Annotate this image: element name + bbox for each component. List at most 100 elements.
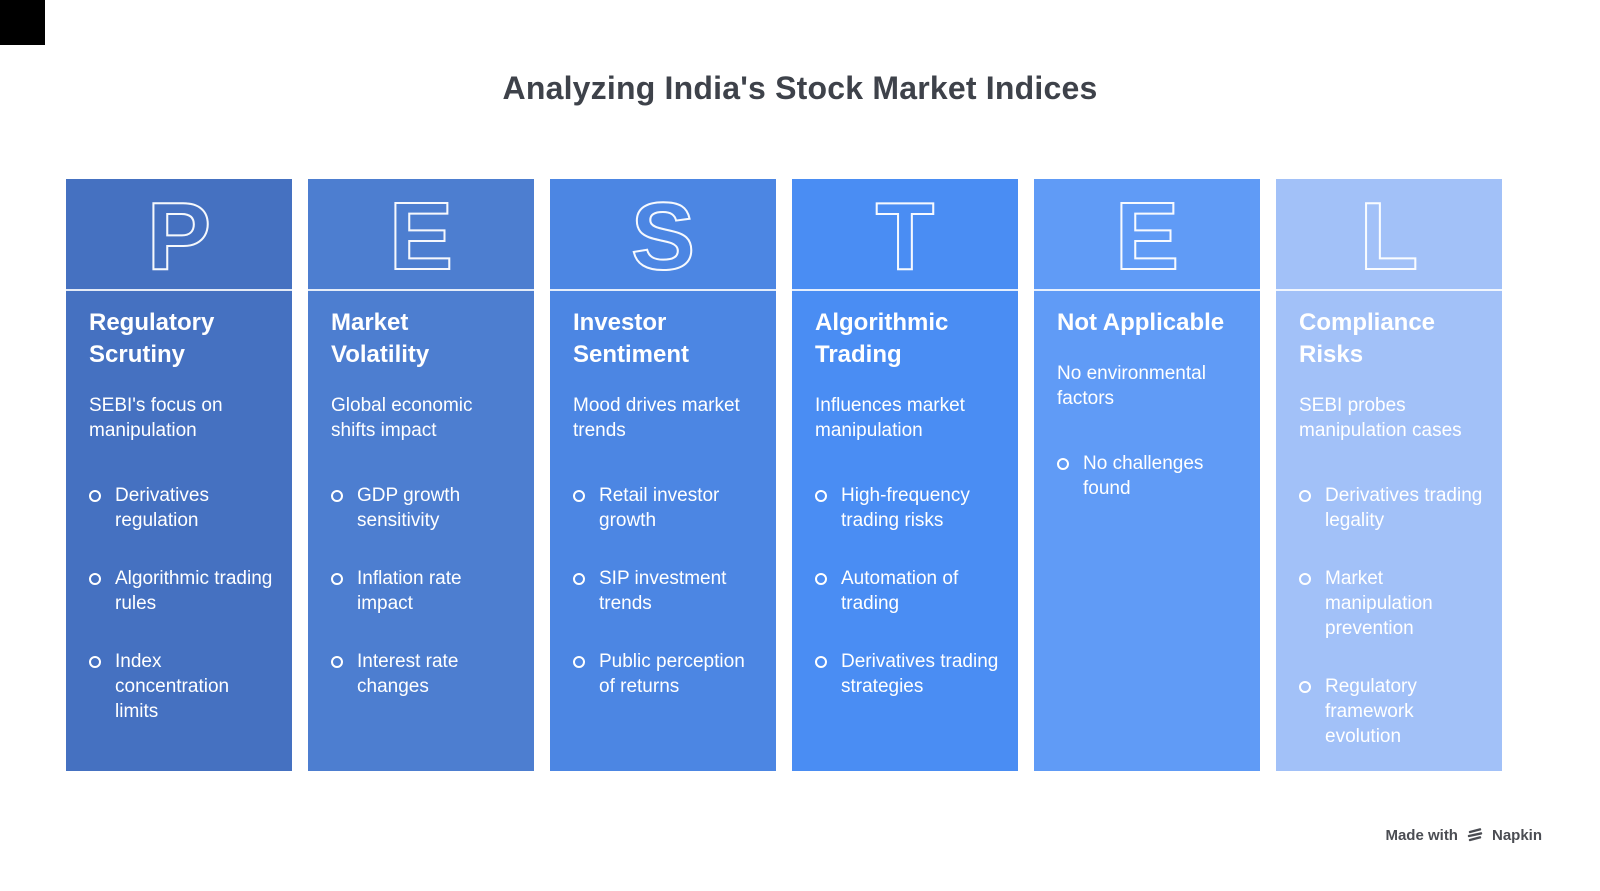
bullet-list-item: Market manipulation prevention <box>1299 566 1484 641</box>
column-letter-header: P <box>66 179 292 291</box>
pestel-column-card: P Regulatory Scrutiny SEBI's focus on ma… <box>64 177 294 773</box>
column-bullets: High-frequency trading risks Automation … <box>815 483 1000 699</box>
column-letter-header: E <box>308 179 534 291</box>
hollow-circle-bullet-icon <box>815 656 827 668</box>
column-heading: Investor Sentiment <box>573 309 690 368</box>
bullet-text: Public perception of returns <box>599 651 745 697</box>
bullet-list-item: SIP investment trends <box>573 566 758 616</box>
pestel-column-card: T Algorithmic Trading Influences market … <box>790 177 1020 773</box>
hollow-circle-bullet-icon <box>815 573 827 585</box>
column-letter: P <box>147 184 211 284</box>
column-bullets: Derivatives regulation Algorithmic tradi… <box>89 483 274 724</box>
column-heading: Algorithmic Trading <box>815 309 949 368</box>
outlined-letter-icon: E <box>388 184 454 284</box>
bullet-text: Index concentration limits <box>115 651 230 722</box>
bullet-text: Derivatives trading strategies <box>841 651 999 697</box>
watermark-brand: Napkin <box>1491 826 1542 844</box>
napkin-logo-icon <box>1467 828 1483 842</box>
column-body: Not Applicable No environmental factors … <box>1034 291 1260 534</box>
outlined-letter-icon: P <box>146 184 212 284</box>
hollow-circle-bullet-icon <box>1299 681 1311 693</box>
hollow-circle-bullet-icon <box>331 656 343 668</box>
hollow-circle-bullet-icon <box>1299 573 1311 585</box>
hollow-circle-bullet-icon <box>89 490 101 502</box>
hollow-circle-bullet-icon <box>815 490 827 502</box>
column-letter-header: L <box>1276 179 1502 291</box>
bullet-list-item: Public perception of returns <box>573 649 758 699</box>
hollow-circle-bullet-icon <box>573 656 585 668</box>
hollow-circle-bullet-icon <box>573 490 585 502</box>
bullet-text: Automation of trading <box>841 568 959 614</box>
bullet-list-item: Automation of trading <box>815 566 1000 616</box>
column-letter-header: T <box>792 179 1018 291</box>
hollow-circle-bullet-icon <box>1057 458 1069 470</box>
pestel-column-card: S Investor Sentiment Mood drives market … <box>548 177 778 773</box>
column-heading: Regulatory Scrutiny <box>89 309 215 368</box>
bullet-list-item: Derivatives regulation <box>89 483 274 533</box>
page-title: Analyzing India's Stock Market Indices <box>502 70 1098 106</box>
hollow-circle-bullet-icon <box>573 573 585 585</box>
column-subtitle: SEBI probes manipulation cases <box>1299 395 1462 441</box>
bullet-list-item: Algorithmic trading rules <box>89 566 274 616</box>
column-body: Investor Sentiment Mood drives market tr… <box>550 291 776 732</box>
bullet-text: Derivatives trading legality <box>1325 485 1483 531</box>
column-bullets: Derivatives trading legality Market mani… <box>1299 483 1484 749</box>
pestel-column-card: L Compliance Risks SEBI probes manipulat… <box>1274 177 1504 773</box>
bullet-list-item: Interest rate changes <box>331 649 516 699</box>
column-letter: E <box>1115 184 1179 284</box>
column-letter-header: E <box>1034 179 1260 291</box>
column-body: Regulatory Scrutiny SEBI's focus on mani… <box>66 291 292 757</box>
column-letter: E <box>389 184 453 284</box>
column-subtitle: Mood drives market trends <box>573 395 740 441</box>
column-letter: L <box>1360 184 1419 284</box>
watermark: Made with Napkin <box>1385 825 1542 845</box>
bullet-list-item: Index concentration limits <box>89 649 274 724</box>
bullet-text: No challenges found <box>1083 453 1204 499</box>
bullet-list-item: No challenges found <box>1057 451 1242 501</box>
column-letter: T <box>876 184 935 284</box>
hollow-circle-bullet-icon <box>89 573 101 585</box>
bullet-text: SIP investment trends <box>599 568 727 614</box>
column-heading: Not Applicable <box>1057 309 1225 336</box>
column-subtitle: Global economic shifts impact <box>331 395 473 441</box>
outlined-letter-icon: T <box>875 184 936 284</box>
bullet-text: GDP growth sensitivity <box>357 485 461 531</box>
bullet-list-item: Derivatives trading strategies <box>815 649 1000 699</box>
column-heading: Compliance Risks <box>1299 309 1436 368</box>
hollow-circle-bullet-icon <box>331 490 343 502</box>
bullet-list-item: High-frequency trading risks <box>815 483 1000 533</box>
bullet-text: Retail investor growth <box>599 485 720 531</box>
column-bullets: No challenges found <box>1057 451 1242 501</box>
column-bullets: Retail investor growth SIP investment tr… <box>573 483 758 699</box>
column-body: Compliance Risks SEBI probes manipulatio… <box>1276 291 1502 782</box>
hollow-circle-bullet-icon <box>331 573 343 585</box>
bullet-list-item: GDP growth sensitivity <box>331 483 516 533</box>
bullet-text: Interest rate changes <box>357 651 459 697</box>
bullet-list-item: Retail investor growth <box>573 483 758 533</box>
outlined-letter-icon: S <box>630 184 696 284</box>
bullet-text: High-frequency trading risks <box>841 485 970 531</box>
pestel-columns: P Regulatory Scrutiny SEBI's focus on ma… <box>64 177 1504 773</box>
column-letter-header: S <box>550 179 776 291</box>
pestel-column-card: E Market Volatility Global economic shif… <box>306 177 536 773</box>
pestel-column-card: E Not Applicable No environmental factor… <box>1032 177 1262 773</box>
bullet-text: Market manipulation prevention <box>1325 568 1433 639</box>
black-corner-square <box>0 0 45 45</box>
watermark-prefix: Made with <box>1385 826 1458 844</box>
bullet-text: Derivatives regulation <box>115 485 209 531</box>
bullet-list-item: Derivatives trading legality <box>1299 483 1484 533</box>
outlined-letter-icon: L <box>1359 184 1420 284</box>
hollow-circle-bullet-icon <box>89 656 101 668</box>
bullet-text: Regulatory framework evolution <box>1325 676 1417 747</box>
column-subtitle: Influences market manipulation <box>815 395 965 441</box>
hollow-circle-bullet-icon <box>1299 490 1311 502</box>
column-subtitle: SEBI's focus on manipulation <box>89 395 223 441</box>
column-letter: S <box>631 184 695 284</box>
column-bullets: GDP growth sensitivity Inflation rate im… <box>331 483 516 699</box>
column-body: Algorithmic Trading Influences market ma… <box>792 291 1018 732</box>
column-subtitle: No environmental factors <box>1057 363 1206 409</box>
bullet-list-item: Inflation rate impact <box>331 566 516 616</box>
column-heading: Market Volatility <box>331 309 430 368</box>
bullet-text: Algorithmic trading rules <box>115 568 273 614</box>
bullet-list-item: Regulatory framework evolution <box>1299 674 1484 749</box>
